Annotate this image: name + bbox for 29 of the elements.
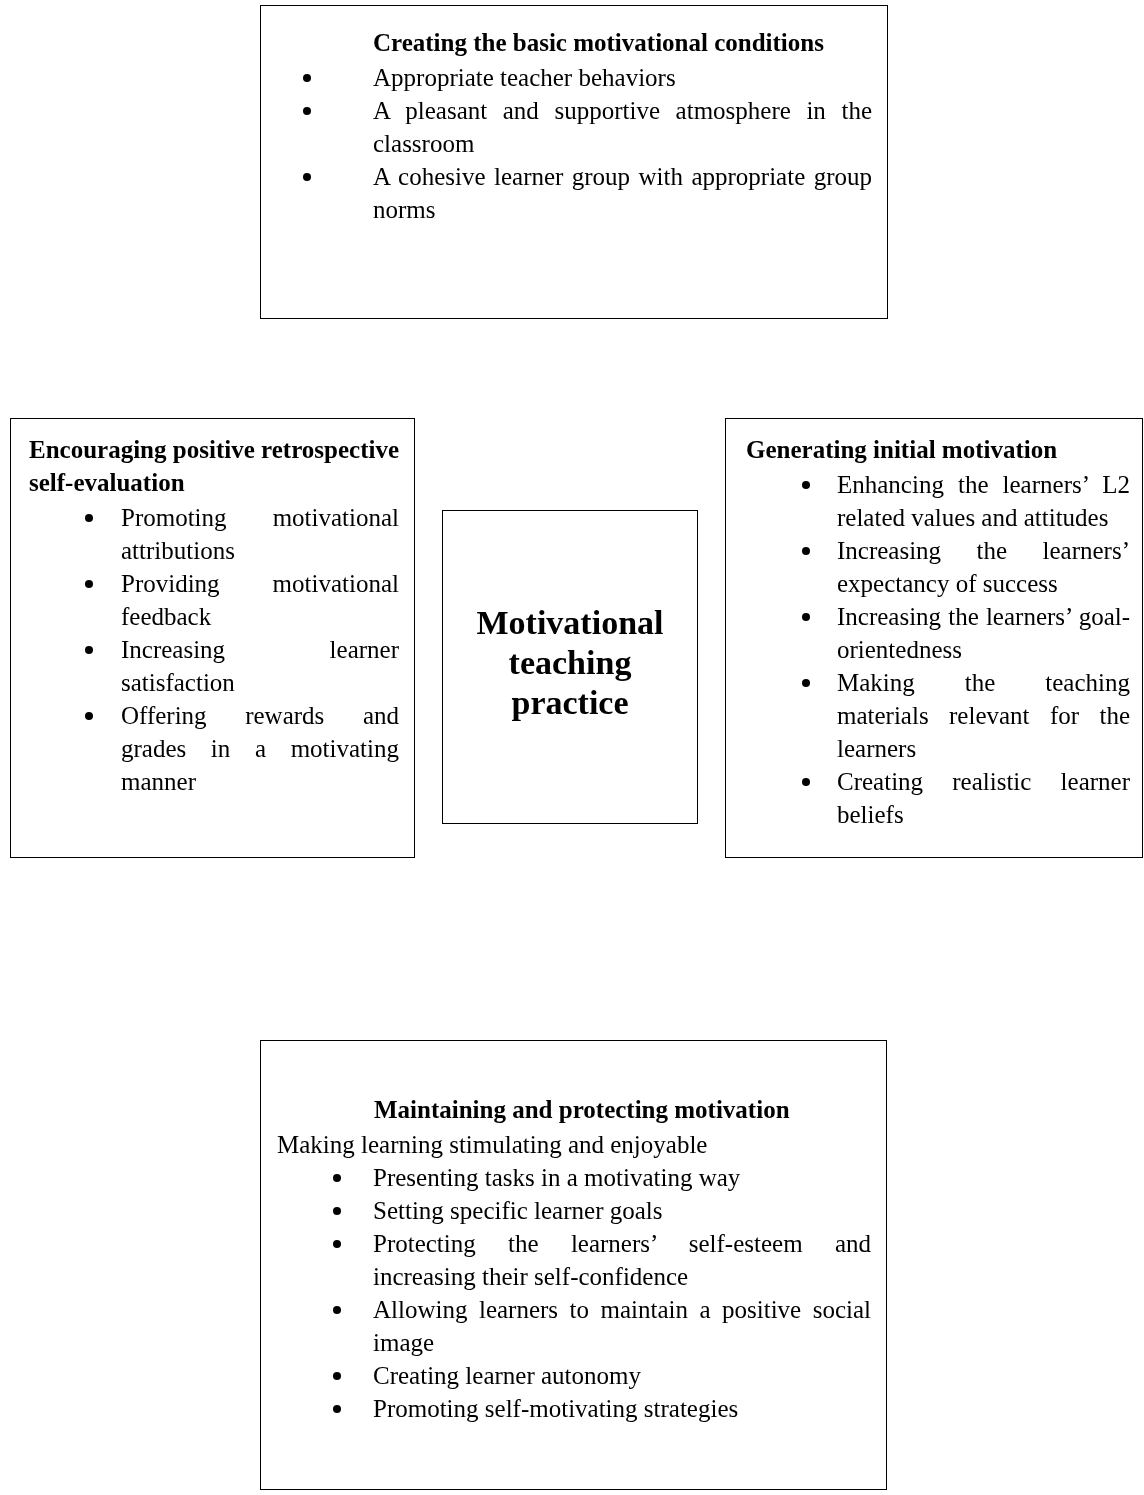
bullet-text: Setting specific learner goals (373, 1196, 664, 1226)
bullet-text: Promoting motivational attributions (121, 503, 399, 566)
text-box (260, 1040, 887, 1490)
bullet-text: Protecting the learners’ self-esteem and increasing their self-confidence (373, 1229, 871, 1292)
bullet-text: Allowing learners to maintain a positive social image (373, 1295, 871, 1358)
text-box (442, 510, 698, 824)
text-box (10, 418, 415, 858)
bullet-text: A cohesive learner group with appropriate group norms (373, 162, 872, 225)
bullet-text: Creating learner autonomy (373, 1361, 642, 1391)
bullet-text: Promoting self-motivating strategies (373, 1394, 740, 1424)
bullet-text: Making the teaching materials relevant for the learners (837, 668, 1130, 764)
subheading-text: Making learning stimulating and enjoyable (277, 1130, 709, 1160)
bullet-text: Creating realistic learner beliefs (837, 767, 1130, 830)
text-box (260, 5, 888, 319)
box-title: Motivational teaching practice (475, 603, 665, 723)
text-box (725, 418, 1143, 858)
bullet-text: Providing motivational feedback (121, 569, 399, 632)
bullet-text: Enhancing the learners’ L2 related values and attitudes (837, 470, 1130, 533)
bullet-text: A pleasant and supportive atmosphere in the classroom (373, 96, 872, 159)
bullet-text: Offering rewards and grades in a motivating manner (121, 701, 399, 797)
box-heading: Encouraging positive retrospective self-evaluation (29, 435, 399, 498)
bullet-text: Increasing the learners’ goal-orientedness (837, 602, 1130, 665)
box-heading: Maintaining and protecting motivation (374, 1095, 791, 1125)
box-heading: Creating the basic motivational conditions (373, 28, 825, 58)
bullet-text: Increasing learner satisfaction (121, 635, 399, 698)
box-heading: Generating initial motivation (746, 435, 1059, 465)
bullet-text: Appropriate teacher behaviors (373, 63, 677, 93)
bullet-text: Presenting tasks in a motivating way (373, 1163, 742, 1193)
bullet-text: Increasing the learners’ expectancy of success (837, 536, 1130, 599)
